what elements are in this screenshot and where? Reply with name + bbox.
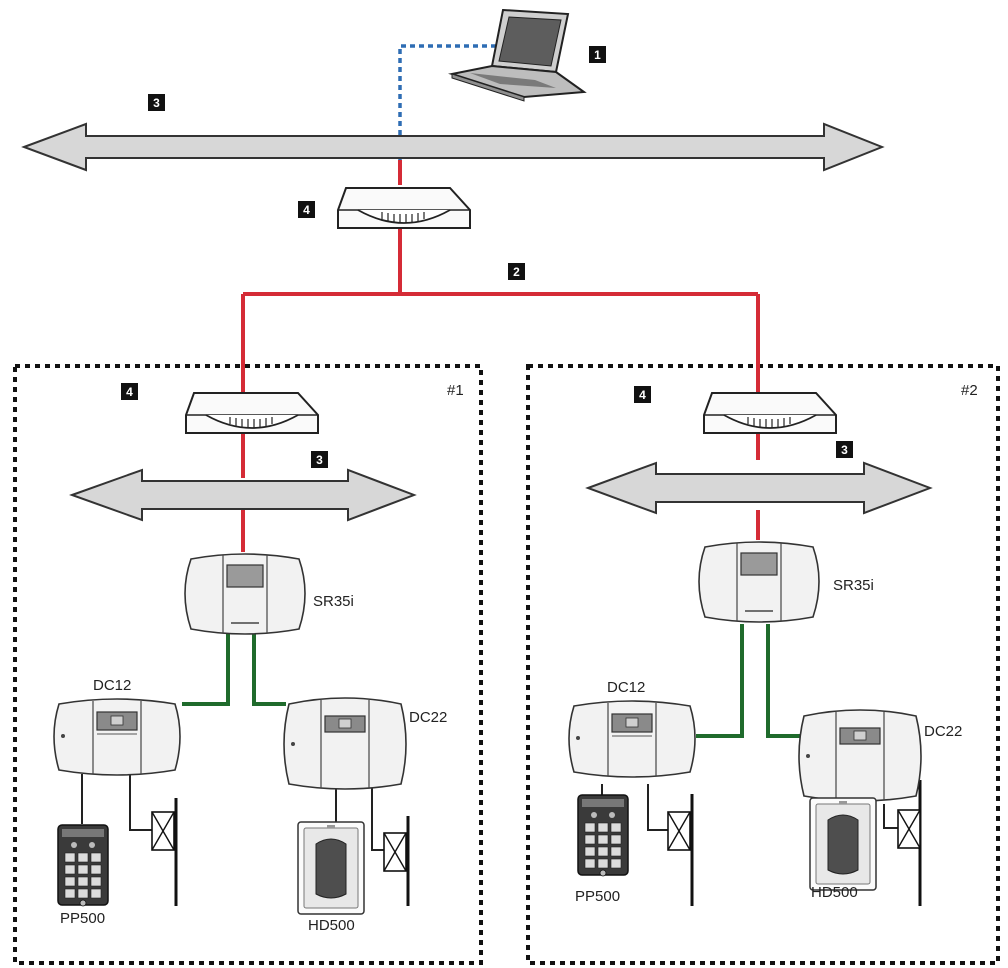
router-icon-top [337,187,471,229]
badge-router-top: 4 [298,201,315,218]
badge-lan-top: 3 [148,94,165,111]
svg-text:4: 4 [639,388,646,402]
site-2-sr35i-label: SR35i [833,577,874,594]
site-2-hd500-label: HD500 [811,884,858,901]
wan-links [241,160,760,552]
svg-text:3: 3 [316,453,323,467]
site-1-boundary [13,364,483,965]
site-2-dc12-icon [568,700,696,778]
site-1-dc12-label: DC12 [93,677,131,694]
site-1-hd500-label: HD500 [308,917,355,934]
svg-text:3: 3 [841,443,848,457]
badge-wan: 2 [508,263,525,280]
site-2-pp500-icon [577,794,629,877]
site-1-sr35i-label: SR35i [313,593,354,610]
site-1-hd500-icon [297,821,365,915]
lan-arrow-site-1 [69,468,417,522]
svg-text:4: 4 [303,203,310,217]
badge-site-1-router: 4 [121,383,138,400]
site-2-sr35i-icon [698,541,820,623]
site-1-door-wiring [81,774,410,906]
site-2-boundary [526,364,1000,965]
remote-link [398,44,497,180]
svg-text:3: 3 [153,96,160,110]
site-1-lock-a-icon [151,811,175,851]
site-2-dc22-icon [798,709,922,802]
site-1-pp500-label: PP500 [60,910,105,927]
lan-arrow-top [21,122,885,172]
svg-text:1: 1 [594,48,601,62]
site-2-lock-a-icon [667,811,691,851]
router-icon-site-1 [185,392,319,434]
site-1-dc22-icon [283,697,407,790]
site-2-dc22-label: DC22 [924,723,962,740]
site-1-dc22-label: DC22 [409,709,447,726]
svg-text:4: 4 [126,385,133,399]
site-2-field-bus [696,624,800,738]
site-1-dc12-icon [53,698,181,776]
badge-site-2-lan: 3 [836,441,853,458]
site-1-pp500-icon [57,824,109,907]
site-1-label: #1 [447,382,464,399]
site-2-hd500-icon [809,797,877,891]
site-1-field-bus [182,634,286,706]
badge-site-1-lan: 3 [311,451,328,468]
site-2-pp500-label: PP500 [575,888,620,905]
svg-text:2: 2 [513,265,520,279]
badge-site-2-router: 4 [634,386,651,403]
badge-laptop: 1 [589,46,606,63]
site-2-lock-b-icon [897,809,921,849]
lan-arrow-site-2 [585,461,933,515]
site-1-lock-b-icon [383,832,407,872]
site-1-sr35i-icon [184,553,306,635]
router-icon-site-2 [703,392,837,434]
site-2-dc12-label: DC12 [607,679,645,696]
laptop-icon [448,8,587,102]
site-2-label: #2 [961,382,978,399]
